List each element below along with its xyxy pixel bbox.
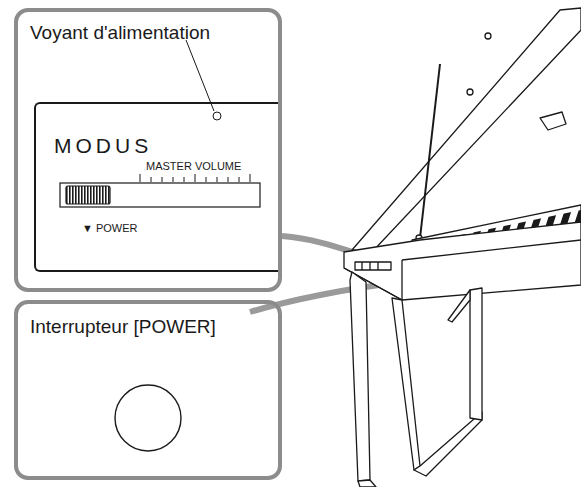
control-panel: MODUS MASTER VOLUME ▼ POWER: [34, 102, 278, 272]
control-label: ▼ POWER: [82, 222, 138, 235]
part-label: Voyant d'alimentation: [30, 22, 210, 44]
volume-slider: [60, 183, 260, 207]
slider-knob: [66, 186, 110, 204]
brand-name: MODUS: [54, 134, 152, 158]
control-label: MASTER VOLUME: [146, 160, 241, 173]
piano: [344, 8, 581, 487]
callout-box: Voyant d'alimentationMODUS MASTER VOLUME ▼…: [14, 8, 282, 292]
power-indicator: [213, 112, 221, 120]
leader-line: [186, 40, 214, 111]
part-label: Interrupteur [POWER]: [30, 316, 216, 338]
callout-box: Interrupteur [POWER]: [14, 300, 282, 480]
volume-scale: [140, 174, 250, 182]
power-switch: [115, 385, 181, 451]
